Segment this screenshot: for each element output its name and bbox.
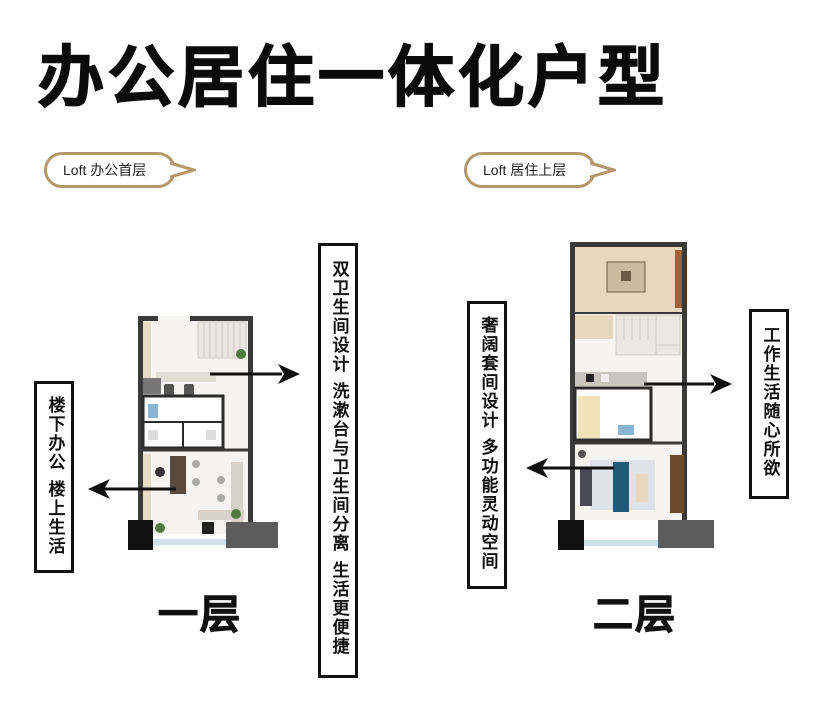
badge-office-floor-label: Loft 办公首层 <box>44 152 176 188</box>
annotation-box-double-bathroom: 双卫生间设计 洗漱台与卫生间分离 生活更便捷 <box>318 243 358 678</box>
annotation-text: 工作生活随心所欲 <box>759 326 780 478</box>
arrow-left-icon <box>526 458 614 478</box>
floor-label-first: 一层 <box>158 592 242 639</box>
badge-living-floor-label: Loft 居住上层 <box>464 152 596 188</box>
floor-plan-first <box>128 316 278 550</box>
annotation-box-work-life: 工作生活随心所欲 <box>749 309 789 499</box>
speech-tail-icon <box>170 161 196 179</box>
speech-tail-icon <box>590 161 616 179</box>
annotation-text: 奢阔套间设计 多功能灵动空间 <box>477 316 498 571</box>
annotation-box-suite-design: 奢阔套间设计 多功能灵动空间 <box>467 301 507 589</box>
annotation-text: 双卫生间设计 洗漱台与卫生间分离 生活更便捷 <box>328 260 349 656</box>
arrow-right-icon <box>210 364 300 384</box>
floor-plan-second <box>558 242 714 550</box>
arrow-left-icon <box>88 479 176 499</box>
page-title: 办公居住一体化户型 <box>37 38 668 117</box>
arrow-right-icon <box>644 374 732 394</box>
floor-label-second: 二层 <box>593 592 677 639</box>
annotation-text: 楼下办公 楼上生活 <box>44 396 65 556</box>
annotation-box-office-living: 楼下办公 楼上生活 <box>34 381 74 573</box>
